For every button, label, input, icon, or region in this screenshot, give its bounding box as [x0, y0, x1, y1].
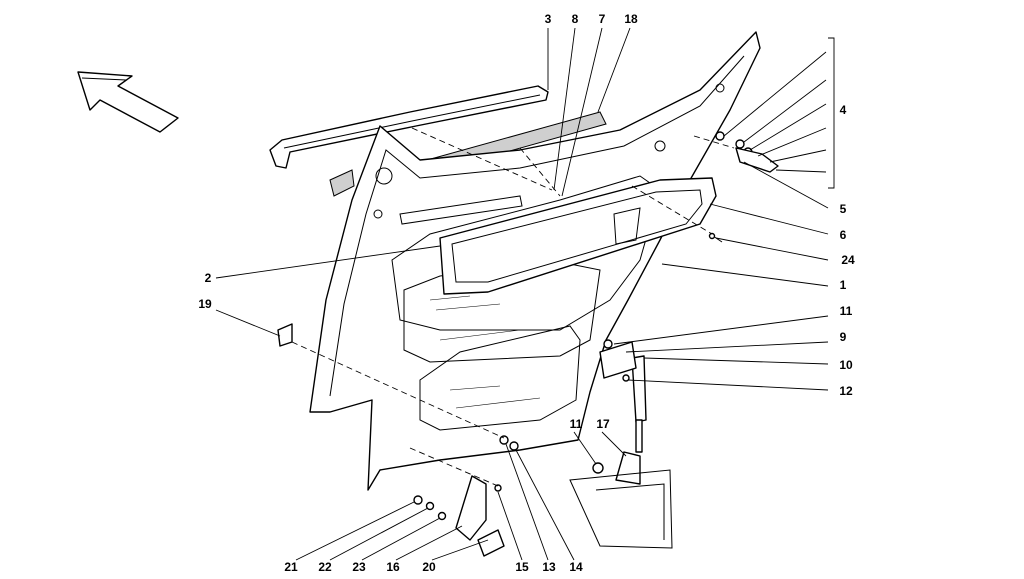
lower-bracket-part-17 [592, 451, 641, 485]
callout-21: 21 [284, 560, 298, 574]
hinge-bracket-part-9 [599, 339, 637, 382]
leader-lines [215, 27, 835, 561]
hardware-bolts [413, 435, 519, 521]
callout-23: 23 [352, 560, 366, 574]
gas-strut-part-10 [631, 355, 647, 453]
callout-13: 13 [542, 560, 556, 574]
callout-7: 7 [599, 12, 606, 26]
callout-4: 4 [840, 103, 847, 117]
callout-14: 14 [569, 560, 583, 574]
callout-17: 17 [596, 417, 610, 431]
callout-2: 2 [205, 271, 212, 285]
callout-9: 9 [840, 330, 847, 344]
callout-20: 20 [422, 560, 436, 574]
callout-18: 18 [624, 12, 638, 26]
callout-5: 5 [840, 202, 847, 216]
clip-part-19 [277, 323, 293, 347]
callout-11-lower: 11 [570, 417, 583, 431]
callout-16: 16 [386, 560, 400, 574]
callout-15: 15 [515, 560, 529, 574]
hinge-part-16 [455, 475, 505, 557]
callout-1: 1 [840, 278, 847, 292]
body-section [569, 469, 673, 549]
callout-10: 10 [839, 358, 853, 372]
arrow-front-icon [77, 71, 179, 133]
callout-24: 24 [841, 253, 855, 267]
callout-labels: 3 8 7 18 4 5 6 24 1 2 19 11 9 10 12 11 1… [198, 12, 855, 574]
seal-strip-part-3 [269, 85, 549, 169]
pin-part-24 [708, 232, 723, 243]
callout-6: 6 [840, 228, 847, 242]
callout-12: 12 [839, 384, 853, 398]
latch-assembly-part-4 [715, 131, 779, 173]
callout-19: 19 [198, 297, 212, 311]
callout-22: 22 [318, 560, 332, 574]
callout-8: 8 [572, 12, 579, 26]
inner-frame-part-6 [439, 177, 717, 295]
callout-3: 3 [545, 12, 552, 26]
assembly-lines [291, 127, 735, 487]
callout-11-upper: 11 [840, 304, 853, 318]
side-bracket [329, 169, 355, 197]
